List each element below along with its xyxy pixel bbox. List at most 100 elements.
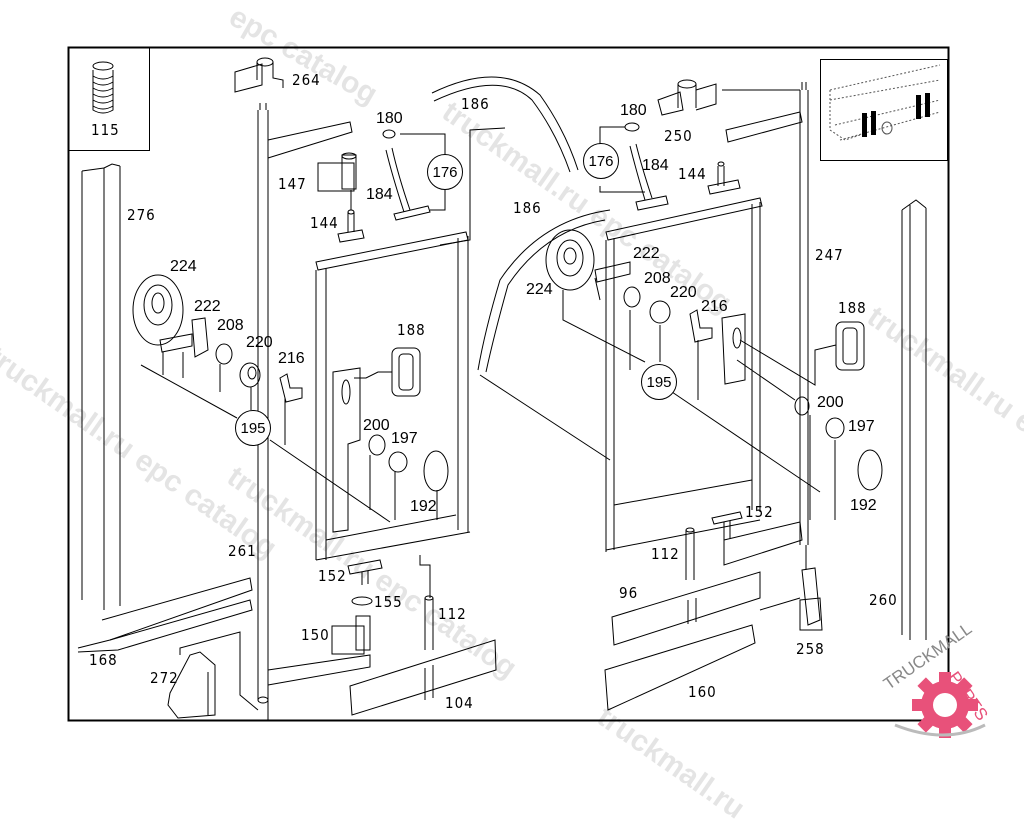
callout-222[interactable]: 222	[194, 298, 221, 315]
callout-197[interactable]: 197	[391, 430, 418, 447]
part-155-plug	[351, 596, 373, 606]
callout-180[interactable]: 180	[620, 102, 647, 119]
callout-152[interactable]: 152	[745, 503, 774, 521]
part-147-bracket	[317, 152, 357, 192]
callout-208[interactable]: 208	[644, 270, 671, 287]
callout-192[interactable]: 192	[410, 498, 437, 515]
callout-152[interactable]: 152	[318, 567, 347, 585]
callout-192[interactable]: 192	[850, 497, 877, 514]
part-216-left-latch	[279, 373, 303, 403]
part-260-profile	[901, 199, 927, 640]
callout-261[interactable]: 261	[228, 542, 257, 560]
callout-195[interactable]: 195	[235, 410, 271, 446]
callout-184[interactable]: 184	[642, 157, 669, 174]
callout-104[interactable]: 104	[445, 694, 474, 712]
callout-168[interactable]: 168	[89, 651, 118, 669]
right-door-frame	[605, 197, 763, 552]
inset-bus-box	[820, 59, 948, 161]
callout-176[interactable]: 176	[427, 154, 463, 190]
callout-188[interactable]: 188	[838, 299, 867, 317]
callout-247[interactable]: 247	[815, 246, 844, 264]
part-272-bracket	[167, 651, 216, 719]
callout-197[interactable]: 197	[848, 418, 875, 435]
callout-144[interactable]: 144	[310, 214, 339, 232]
part-112-right-pin	[685, 527, 695, 580]
part-222-left-bracket	[159, 317, 209, 358]
bus-locator-icon	[829, 64, 941, 141]
diagram-border	[67, 46, 950, 722]
part-224-left-wheel	[132, 274, 184, 346]
callout-112[interactable]: 112	[651, 545, 680, 563]
left-lower-bar	[267, 654, 371, 686]
part-186-lower-handle	[477, 209, 611, 461]
callout-224[interactable]: 224	[526, 281, 553, 298]
callout-216[interactable]: 216	[278, 350, 305, 367]
part-104-bar	[349, 639, 497, 716]
callout-186[interactable]: 186	[513, 199, 542, 217]
left-pole	[257, 103, 269, 704]
callout-112[interactable]: 112	[438, 605, 467, 623]
part-160-threshold	[604, 624, 756, 711]
part-144-right-pin	[707, 161, 741, 195]
part-276-profile	[81, 163, 121, 610]
callout-276[interactable]: 276	[127, 206, 156, 224]
callout-220[interactable]: 220	[246, 334, 273, 351]
part-216-right-latch	[689, 309, 713, 343]
part-200-right	[794, 396, 810, 416]
part-264-hinge	[234, 57, 284, 93]
part-152-left-handle	[347, 559, 383, 585]
callout-272[interactable]: 272	[150, 669, 179, 687]
callout-144[interactable]: 144	[678, 165, 707, 183]
callout-160[interactable]: 160	[688, 683, 717, 701]
part-152-right-handle	[711, 511, 743, 540]
right-lower-bar	[723, 521, 803, 566]
part-258-hinge	[759, 567, 823, 631]
right-lock-plate	[721, 313, 746, 385]
callout-195[interactable]: 195	[641, 364, 677, 400]
callout-222[interactable]: 222	[633, 245, 660, 262]
callout-200[interactable]: 200	[363, 417, 390, 434]
callout-96[interactable]: 96	[619, 584, 639, 602]
part-197-right	[825, 417, 845, 439]
part-197-left	[388, 451, 408, 473]
callout-200[interactable]: 200	[817, 394, 844, 411]
callout-260[interactable]: 260	[869, 591, 898, 609]
callout-216[interactable]: 216	[701, 298, 728, 315]
callout-208[interactable]: 208	[217, 317, 244, 334]
part-208-right-disc	[623, 286, 641, 308]
callout-186[interactable]: 186	[461, 95, 490, 113]
callout-188[interactable]: 188	[397, 321, 426, 339]
callout-115[interactable]: 115	[91, 121, 120, 139]
part-220-right-cylinder	[649, 300, 671, 324]
part-144-pin	[337, 190, 365, 243]
part-112-left-pin	[424, 595, 434, 650]
part-188-left-grommet	[391, 347, 421, 397]
part-208-left-disc	[215, 343, 233, 365]
part-200-left	[368, 434, 386, 456]
callout-150[interactable]: 150	[301, 626, 330, 644]
callout-224[interactable]: 224	[170, 258, 197, 275]
callout-250[interactable]: 250	[664, 127, 693, 145]
part-192-right	[857, 449, 883, 491]
part-192-left	[423, 450, 449, 492]
part-96-bar	[611, 571, 761, 646]
left-upper-bar	[267, 121, 353, 159]
part-150-bracket	[331, 615, 371, 655]
left-door-frame	[315, 231, 471, 561]
callout-258[interactable]: 258	[796, 640, 825, 658]
callout-220[interactable]: 220	[670, 284, 697, 301]
part-184-right-rod	[624, 122, 669, 211]
callout-176[interactable]: 176	[583, 143, 619, 179]
callout-184[interactable]: 184	[366, 186, 393, 203]
part-188-right-grommet	[835, 321, 865, 371]
callout-155[interactable]: 155	[374, 593, 403, 611]
part-250-hinge	[657, 79, 800, 116]
diagram-drawing	[67, 46, 986, 738]
inset-115-box	[68, 47, 150, 151]
part-115-bellows	[92, 61, 114, 114]
callout-264[interactable]: 264	[292, 71, 321, 89]
part-184-left-rod	[382, 129, 431, 221]
callout-147[interactable]: 147	[278, 175, 307, 193]
callout-180[interactable]: 180	[376, 110, 403, 127]
